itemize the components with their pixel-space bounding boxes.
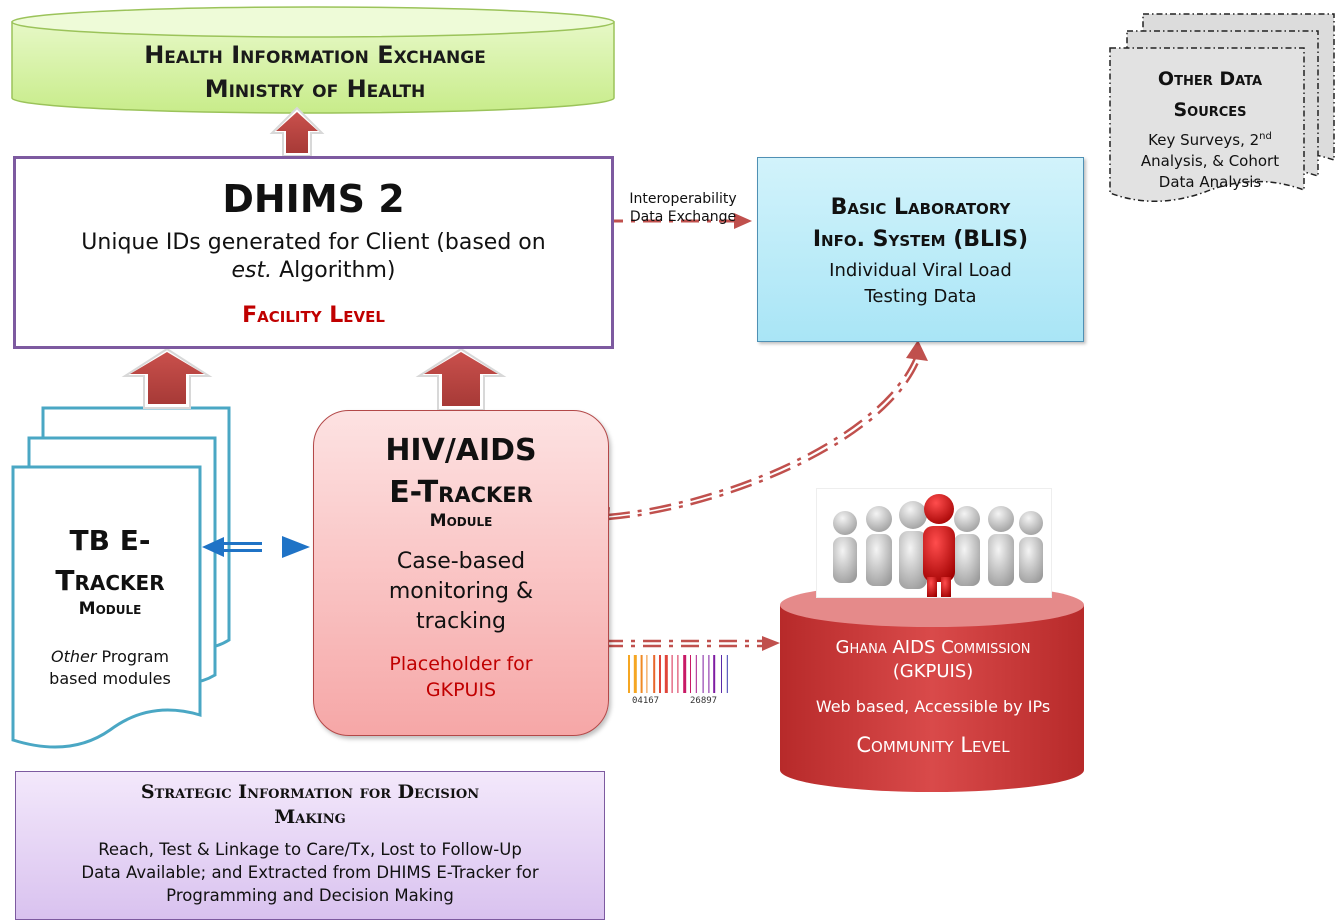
other-sources-label: Other Data Sources Key Surveys, 2nd Anal… [1120,64,1300,193]
hiv-placeholder-line1: Placeholder for [389,653,533,675]
hiv-title-line2: E-Tracker [389,475,533,510]
hie-label: Health Information Exchange Ministry of … [20,38,610,106]
tb-doc-stack [11,406,231,749]
hiv-desc-line2: monitoring & [388,579,534,604]
barcode-digits-left: 04167 [632,696,659,705]
barcode-bar [659,655,661,693]
hiv-title-line1: HIV/AIDS [385,433,537,468]
tb-hiv-arrow [202,536,310,558]
dhims-title: DHIMS 2 [222,177,405,221]
blis-box: Basic Laboratory Info. System (BLIS) Ind… [757,157,1084,342]
other-sources-title-line2: Sources [1173,99,1247,121]
tb-other-line2: based modules [49,669,171,688]
strategic-title-line2: Making [274,806,346,828]
tb-etracker-label: TB E- Tracker Module Other Program based… [22,524,198,690]
hiv-etracker-box: HIV/AIDS E-Tracker Module Case-based mon… [313,410,609,736]
hiv-placeholder: Placeholder for GKPUIS [314,651,608,703]
barcode-bar [713,655,716,693]
interop-label: Interoperability Data Exchange [608,190,758,226]
barcode-digits-right: 26897 [690,696,717,705]
dhims-est: est. [231,258,273,283]
up-arrow-hie [269,106,325,157]
blis-title: Basic Laboratory Info. System (BLIS) [758,192,1083,256]
other-sources-desc-line1: Key Surveys, 2nd [1120,126,1300,151]
gac-title-line1: Ghana AIDS Commission [835,637,1031,658]
strategic-desc-line1: Reach, Test & Linkage to Care/Tx, Lost t… [98,840,522,859]
strategic-title: Strategic Information for Decision Makin… [16,780,604,830]
hiv-module-label: Module [429,511,493,531]
people-group-icon [816,488,1052,598]
barcode-bar [683,655,687,693]
dhims-algorithm: Algorithm) [272,258,396,283]
hiv-gac-arrow [590,636,780,651]
other-sources-desc: Key Surveys, 2nd Analysis, & Cohort Data… [1120,126,1300,193]
blis-sub-line2: Testing Data [864,286,977,307]
ghana-aids-label: Ghana AIDS Commission (GKPUIS) Web based… [785,636,1081,758]
barcode-icon: 04167 26897 [624,653,740,706]
interop-line2: Data Exchange [629,209,737,225]
tb-title-line2: Tracker [55,564,165,597]
barcode-bar [690,655,691,693]
tb-module-label: Module [78,599,142,619]
other-sources-stack [1109,13,1335,202]
hie-cylinder [11,6,615,114]
other-sources-desc-line2: Analysis, & Cohort [1140,152,1280,170]
gac-community-level: Community Level [856,733,1010,757]
strategic-desc: Reach, Test & Linkage to Care/Tx, Lost t… [16,838,604,907]
up-arrow-tb [121,347,213,409]
tb-other-em: Other [50,647,97,666]
hiv-description: Case-based monitoring & tracking [314,547,608,637]
blis-subtitle: Individual Viral Load Testing Data [758,258,1083,310]
dhims-subtitle-line1: Unique IDs generated for Client (based o… [81,230,546,255]
tb-title-line1: TB E- [69,524,151,557]
dhims-box: DHIMS 2 Unique IDs generated for Client … [13,156,614,349]
strategic-title-line1: Strategic Information for Decision [140,781,480,803]
barcode-bar [640,655,643,693]
barcode-bar [702,655,704,693]
barcode-bar [677,655,679,693]
strategic-desc-line3: Programming and Decision Making [166,886,454,905]
tb-other-modules: Other Program based modules [22,646,198,690]
barcode-bar [708,655,710,693]
barcode-bar [653,655,656,693]
gac-title-line2: (GKPUIS) [892,661,974,682]
dhims-subtitle-line2: est. Algorithm) [16,257,611,285]
dhims-facility-level: Facility Level [242,303,385,328]
barcode-bar [628,655,630,693]
blis-sub-line1: Individual Viral Load [829,260,1012,281]
barcode-bar [633,655,637,693]
blis-title-line2: Info. System (BLIS) [812,227,1029,252]
tb-other-rest: Program [96,647,170,666]
barcode-bar [664,655,668,693]
interop-line1: Interoperability [629,191,737,207]
hie-line1: Health Information Exchange [144,41,486,69]
hiv-desc-line1: Case-based [396,549,526,574]
other-sources-desc-line1-text: Key Surveys, 2 [1148,131,1260,149]
barcode-bar [726,655,728,693]
other-sources-desc-sup: nd [1259,131,1272,142]
hiv-desc-line3: tracking [415,609,506,634]
strategic-desc-line2: Data Available; and Extracted from DHIMS… [81,863,539,882]
other-sources-title-line1: Other Data [1157,68,1263,90]
up-arrow-hiv [415,347,507,411]
strategic-info-box: Strategic Information for Decision Makin… [15,771,605,920]
barcode-bar [646,655,648,693]
blis-title-line1: Basic Laboratory [830,195,1011,220]
tb-other-line1: Other Program [22,646,198,668]
other-sources-desc-line3: Data Analysis [1158,173,1262,191]
other-sources-title: Other Data Sources [1120,64,1300,126]
gac-web-based: Web based, Accessible by IPs [815,697,1051,716]
barcode-bar [721,655,722,693]
barcode-bar [695,655,697,693]
barcode-bar [671,655,673,693]
hie-line2: Ministry of Health [204,75,426,103]
hiv-placeholder-line2: GKPUIS [425,679,497,701]
